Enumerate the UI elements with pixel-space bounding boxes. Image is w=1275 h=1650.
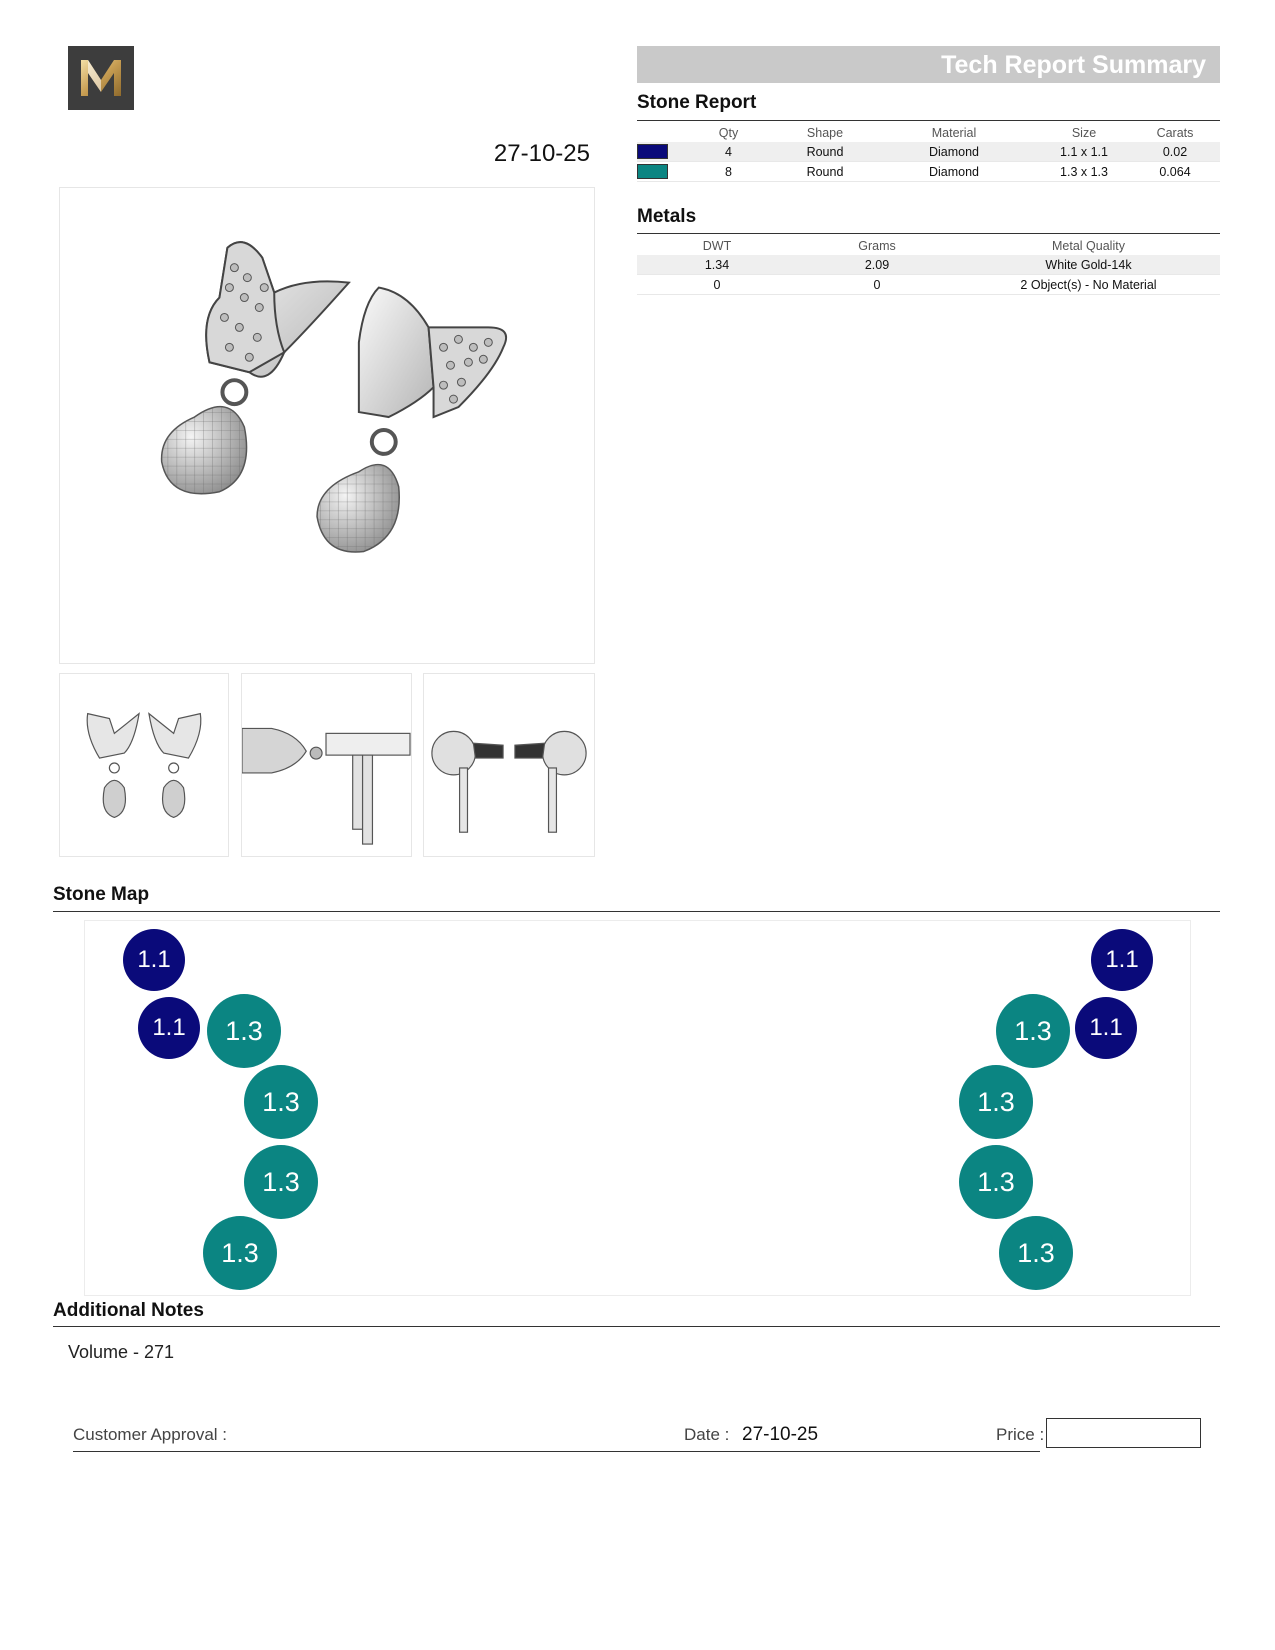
col-qty: Qty bbox=[718, 125, 739, 140]
thumbnail-side-view bbox=[241, 673, 412, 857]
report-title: Tech Report Summary bbox=[941, 51, 1206, 79]
main-render-image bbox=[59, 187, 595, 664]
customer-approval-label: Customer Approval : bbox=[73, 1425, 228, 1444]
company-logo bbox=[68, 46, 134, 110]
stone-map-rule bbox=[53, 911, 1220, 912]
col-dwt: DWT bbox=[702, 238, 732, 253]
stone-color-swatch bbox=[637, 144, 668, 160]
report-date: 27-10-25 bbox=[493, 140, 590, 167]
stone-map-title: Stone Map bbox=[53, 884, 150, 905]
stone-marker: 1.1 bbox=[1091, 929, 1153, 991]
table-row: 4 Round Diamond 1.1 x 1.1 0.02 bbox=[637, 142, 1220, 162]
stone-material: Diamond bbox=[870, 161, 1038, 182]
butterfly-earrings-render bbox=[160, 241, 508, 553]
col-metal-quality: Metal Quality bbox=[1052, 238, 1125, 253]
stone-report-rule bbox=[637, 120, 1220, 121]
stone-material: Diamond bbox=[870, 142, 1038, 162]
stone-carats: 0.064 bbox=[1130, 161, 1220, 182]
metals-header-row: DWT Grams Metal Quality bbox=[637, 236, 1220, 255]
col-swatch bbox=[637, 123, 677, 142]
stone-map-area: 1.1 1.1 1.3 1.3 1.3 1.3 1.1 1.1 1.3 1.3 … bbox=[84, 920, 1191, 1296]
metal-grams: 2.09 bbox=[797, 255, 957, 275]
stone-marker: 1.1 bbox=[1075, 997, 1137, 1059]
front-view-render bbox=[86, 712, 202, 819]
m-logo-icon bbox=[81, 60, 121, 96]
table-row: 1.34 2.09 White Gold-14k bbox=[637, 255, 1220, 275]
stone-marker: 1.3 bbox=[207, 994, 281, 1068]
stone-qty: 8 bbox=[677, 161, 780, 182]
metals-table: DWT Grams Metal Quality 1.34 2.09 White … bbox=[637, 236, 1220, 295]
stone-report-title: Stone Report bbox=[637, 92, 757, 113]
metal-quality: 2 Object(s) - No Material bbox=[957, 274, 1220, 295]
price-label: Price : bbox=[996, 1425, 1045, 1444]
additional-notes-rule bbox=[53, 1326, 1220, 1327]
metal-grams: 0 bbox=[797, 274, 957, 295]
metals-title: Metals bbox=[637, 206, 697, 227]
stone-marker: 1.3 bbox=[244, 1145, 318, 1219]
side-view-render bbox=[242, 727, 411, 845]
col-material: Material bbox=[931, 125, 977, 140]
metal-quality: White Gold-14k bbox=[957, 255, 1220, 275]
stone-marker: 1.3 bbox=[959, 1145, 1033, 1219]
metals-rule bbox=[637, 233, 1220, 234]
col-shape: Shape bbox=[806, 125, 844, 140]
approval-date-value: 27-10-25 bbox=[742, 1424, 819, 1445]
stone-size: 1.1 x 1.1 bbox=[1038, 142, 1130, 162]
price-input-box[interactable] bbox=[1046, 1418, 1201, 1448]
stone-marker: 1.3 bbox=[959, 1065, 1033, 1139]
stone-marker: 1.3 bbox=[244, 1065, 318, 1139]
thumbnail-front-view bbox=[59, 673, 229, 857]
stone-size: 1.3 x 1.3 bbox=[1038, 161, 1130, 182]
stone-shape: Round bbox=[780, 161, 870, 182]
col-size: Size bbox=[1071, 125, 1097, 140]
stone-marker: 1.3 bbox=[996, 994, 1070, 1068]
top-view-render bbox=[431, 730, 587, 833]
table-row: 8 Round Diamond 1.3 x 1.3 0.064 bbox=[637, 161, 1220, 182]
stone-marker: 1.1 bbox=[123, 929, 185, 991]
title-banner: Tech Report Summary bbox=[637, 46, 1220, 83]
additional-notes-title: Additional Notes bbox=[53, 1300, 204, 1321]
col-grams: Grams bbox=[858, 238, 896, 253]
metal-dwt: 1.34 bbox=[637, 255, 797, 275]
stone-marker: 1.1 bbox=[138, 997, 200, 1059]
table-row: 0 0 2 Object(s) - No Material bbox=[637, 274, 1220, 295]
stone-qty: 4 bbox=[677, 142, 780, 162]
thumbnail-top-view bbox=[423, 673, 595, 857]
notes-text: Volume - 271 bbox=[68, 1342, 175, 1362]
stone-marker: 1.3 bbox=[999, 1216, 1073, 1290]
approval-date-label: Date : bbox=[684, 1425, 730, 1444]
stone-report-table: Qty Shape Material Size Carats 4 Round D… bbox=[637, 123, 1220, 182]
stone-carats: 0.02 bbox=[1130, 142, 1220, 162]
stone-shape: Round bbox=[780, 142, 870, 162]
approval-signature-line bbox=[73, 1451, 1040, 1452]
col-carats: Carats bbox=[1156, 125, 1194, 140]
stone-marker: 1.3 bbox=[203, 1216, 277, 1290]
metal-dwt: 0 bbox=[637, 274, 797, 295]
stone-color-swatch bbox=[637, 164, 668, 180]
stone-report-header-row: Qty Shape Material Size Carats bbox=[637, 123, 1220, 142]
